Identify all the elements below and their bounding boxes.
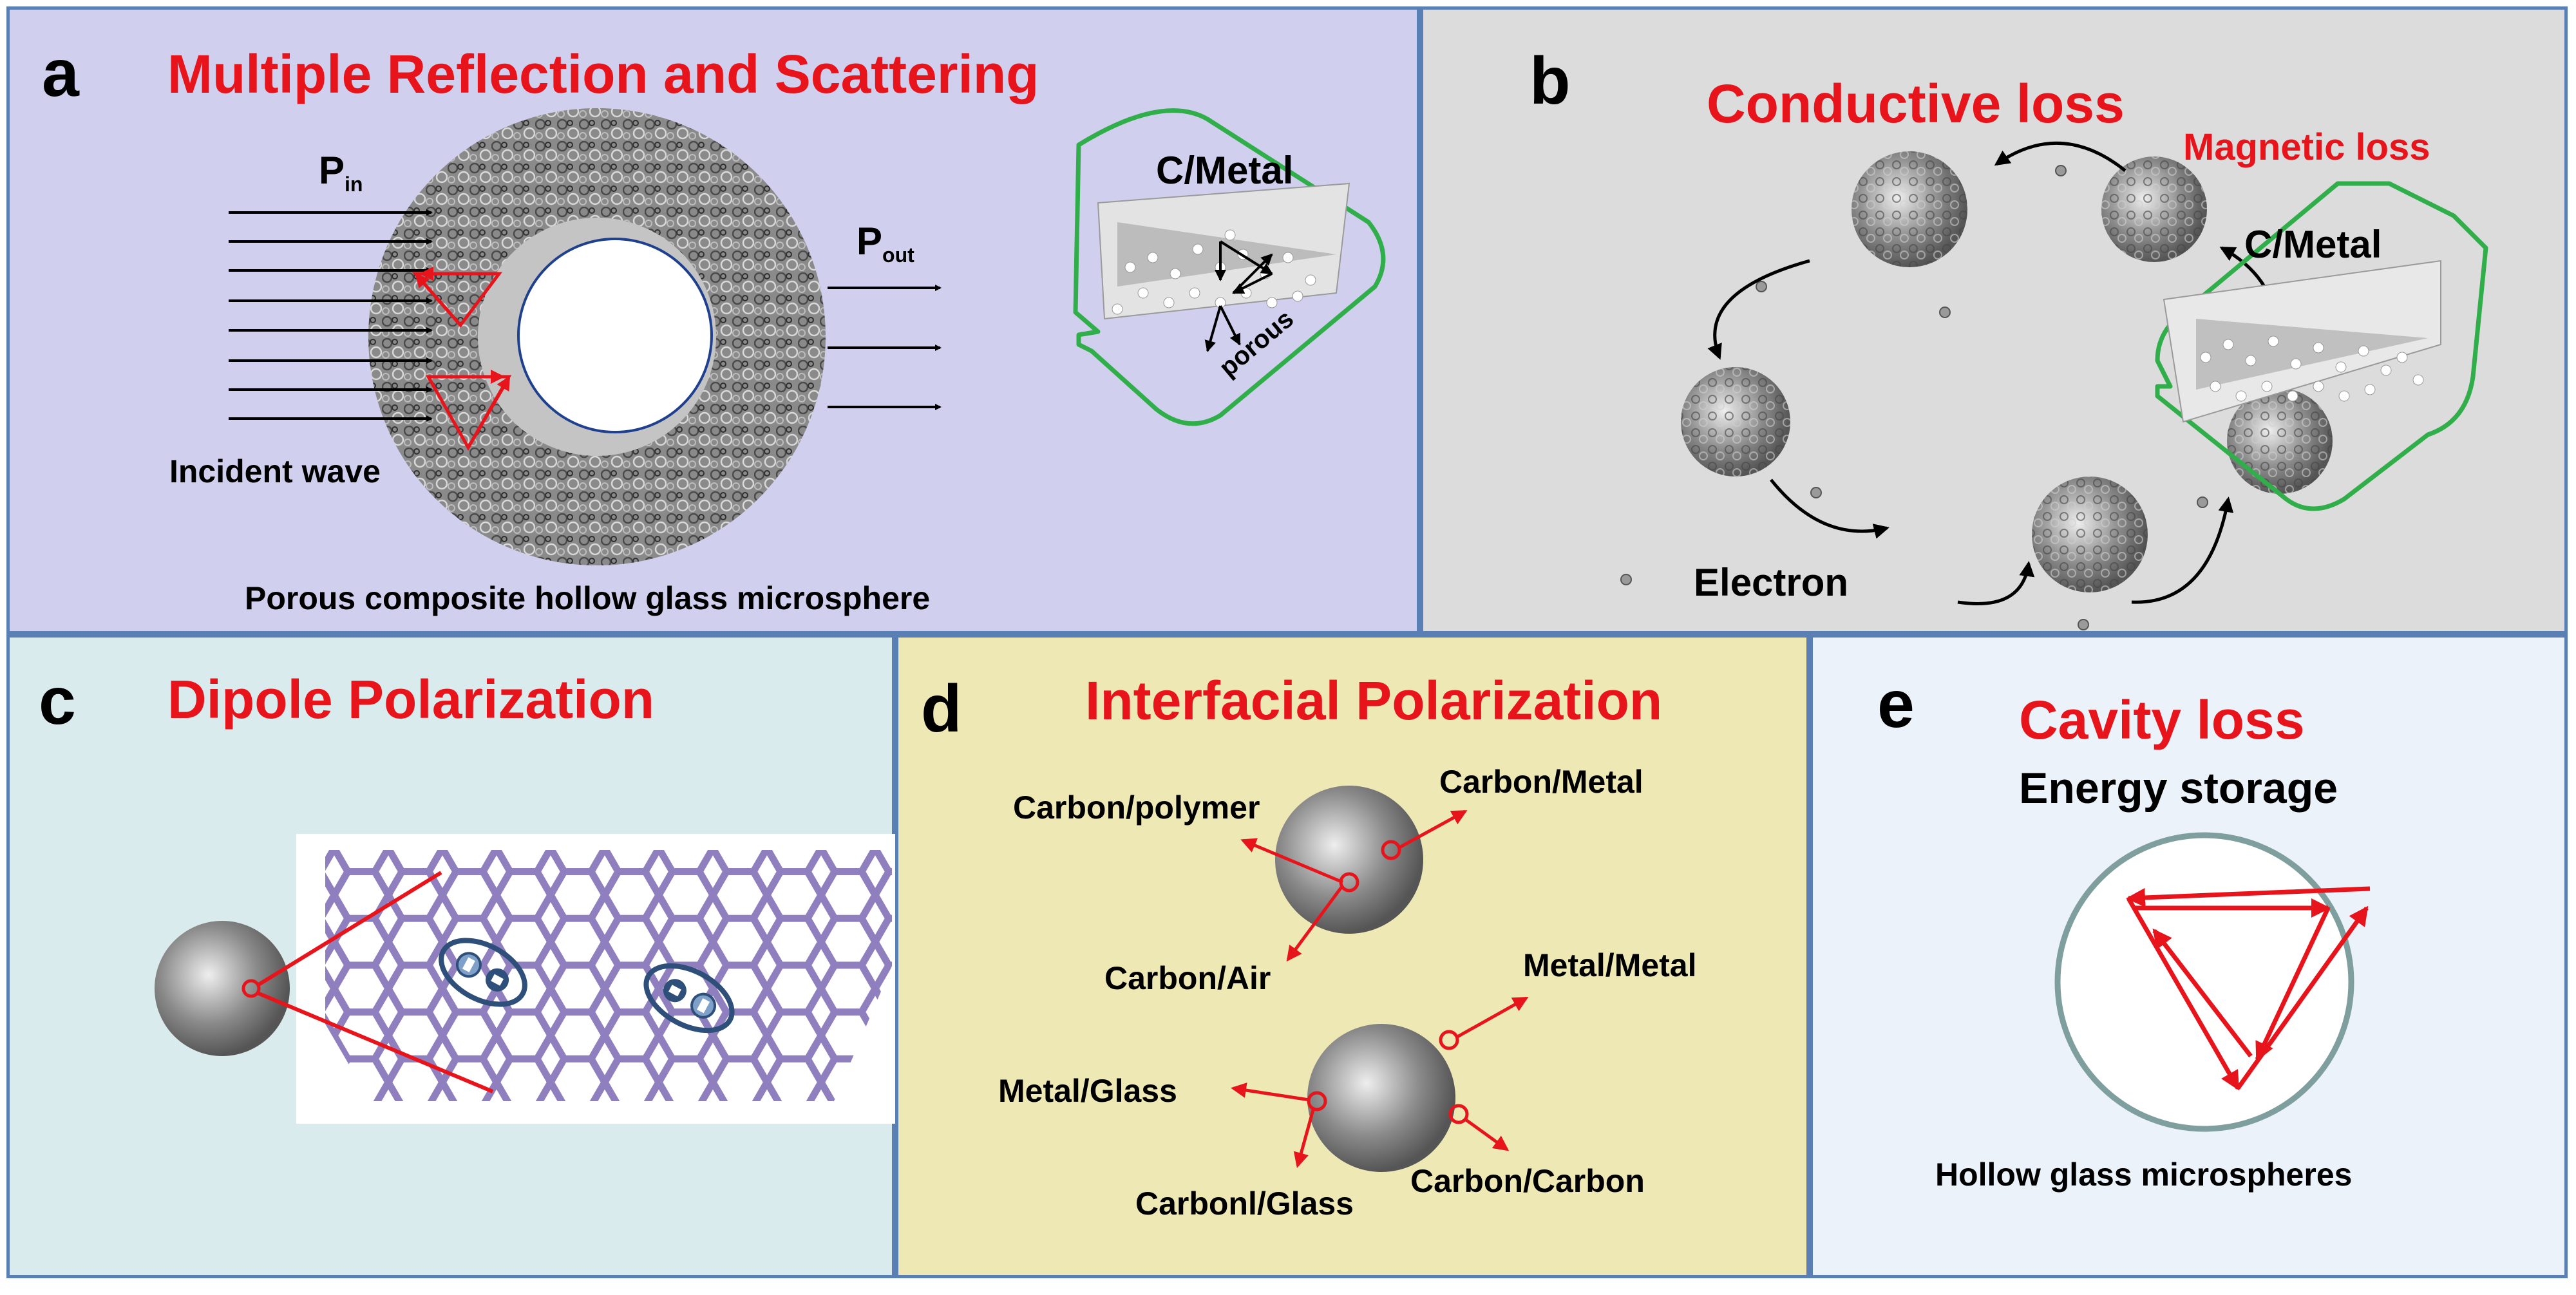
p-out-symbol: P: [857, 220, 883, 263]
hollow-core: [517, 238, 713, 433]
panel-a-title: Multiple Reflection and Scattering: [167, 44, 1039, 104]
p-out-label: Pout: [857, 219, 914, 267]
p-out-subscript: out: [882, 243, 914, 267]
panel-c-drawing: [155, 834, 898, 1124]
panel-e-letter: e: [1877, 667, 1915, 742]
focus-ring-c: [242, 979, 261, 998]
electrons: [1620, 165, 2208, 630]
panel-a: a Multiple Reflection and Scattering Pin…: [6, 6, 1420, 634]
dipole-left: [439, 938, 527, 1007]
graphene-lattice: [325, 850, 892, 1101]
panel-d-title: Interfacial Polarization: [1085, 670, 1663, 731]
panel-e-caption: Hollow glass microspheres: [1935, 1157, 2353, 1193]
p-in-symbol: P: [319, 149, 345, 192]
label-carbon-carbon: Carbon/Carbon: [1410, 1163, 1645, 1199]
nanoparticles: [1681, 151, 2333, 592]
electron-label: Electron: [1694, 561, 1849, 604]
panel-a-letter: a: [42, 36, 79, 111]
panel-a-caption: Porous composite hollow glass microspher…: [245, 580, 931, 616]
output-wave-arrows: [828, 285, 942, 410]
nanoparticle-d-top: [1275, 786, 1423, 934]
nanoparticle-d-bottom: [1307, 1024, 1455, 1172]
p-in-label: Pin: [319, 148, 363, 196]
panel-b-letter: b: [1530, 44, 1571, 118]
label-carbon-air: Carbon/Air: [1104, 960, 1271, 996]
cmetal-label-b: C/Metal: [2244, 223, 2382, 266]
panel-b-drawing: [1620, 141, 2488, 630]
hollow-glass-microsphere: [2054, 832, 2354, 1132]
porous-coating: [368, 108, 826, 565]
label-metal-glass: Metal/Glass: [998, 1073, 1177, 1109]
incident-wave-arrows: [229, 209, 433, 422]
panel-a-drawing: [229, 108, 1386, 565]
nanoparticle-c: [155, 921, 290, 1056]
panel-c-title: Dipole Polarization: [167, 669, 655, 730]
panel-e-drawing: [2054, 832, 2371, 1132]
dipole-right: [643, 963, 735, 1034]
panel-d: d Interfacial Polarization Carbon/polyme…: [895, 634, 1810, 1278]
magnetic-loss-label: Magnetic loss: [2183, 126, 2430, 168]
cmetal-inset: [1073, 108, 1386, 426]
reflection-arrows: [412, 267, 512, 451]
panel-d-drawing: [1231, 786, 1529, 1172]
panel-c: c Dipole Polarization: [6, 634, 898, 1278]
panel-b: b Conductive loss Magnetic loss C/Metal …: [1420, 6, 2568, 634]
zoom-line-bottom: [256, 991, 494, 1093]
cmetal-inset-b: [2155, 181, 2488, 511]
p-in-subscript: in: [345, 173, 363, 196]
panel-e-subtitle: Energy storage: [2019, 764, 2338, 813]
label-carbon-glass: Carbonl/Glass: [1135, 1186, 1354, 1222]
panel-c-letter: c: [39, 664, 76, 739]
incident-wave-label: Incident wave: [169, 453, 381, 489]
cmetal-label-a: C/Metal: [1156, 149, 1294, 192]
interface-rings: [1307, 840, 1469, 1124]
label-carbon-metal: Carbon/Metal: [1439, 764, 1643, 800]
panel-e: e Cavity loss Energy storage Hollow glas…: [1810, 634, 2568, 1278]
zoom-line-top: [256, 871, 442, 987]
panel-d-letter: d: [921, 672, 962, 746]
label-metal-metal: Metal/Metal: [1523, 947, 1697, 983]
interface-arrows: [1231, 809, 1529, 1168]
cavity-reflection-arrows: [2126, 886, 2371, 1091]
label-carbon-polymer: Carbon/polymer: [1013, 789, 1260, 826]
panel-b-title: Conductive loss: [1707, 73, 2125, 134]
panel-e-title: Cavity loss: [2019, 690, 2305, 750]
